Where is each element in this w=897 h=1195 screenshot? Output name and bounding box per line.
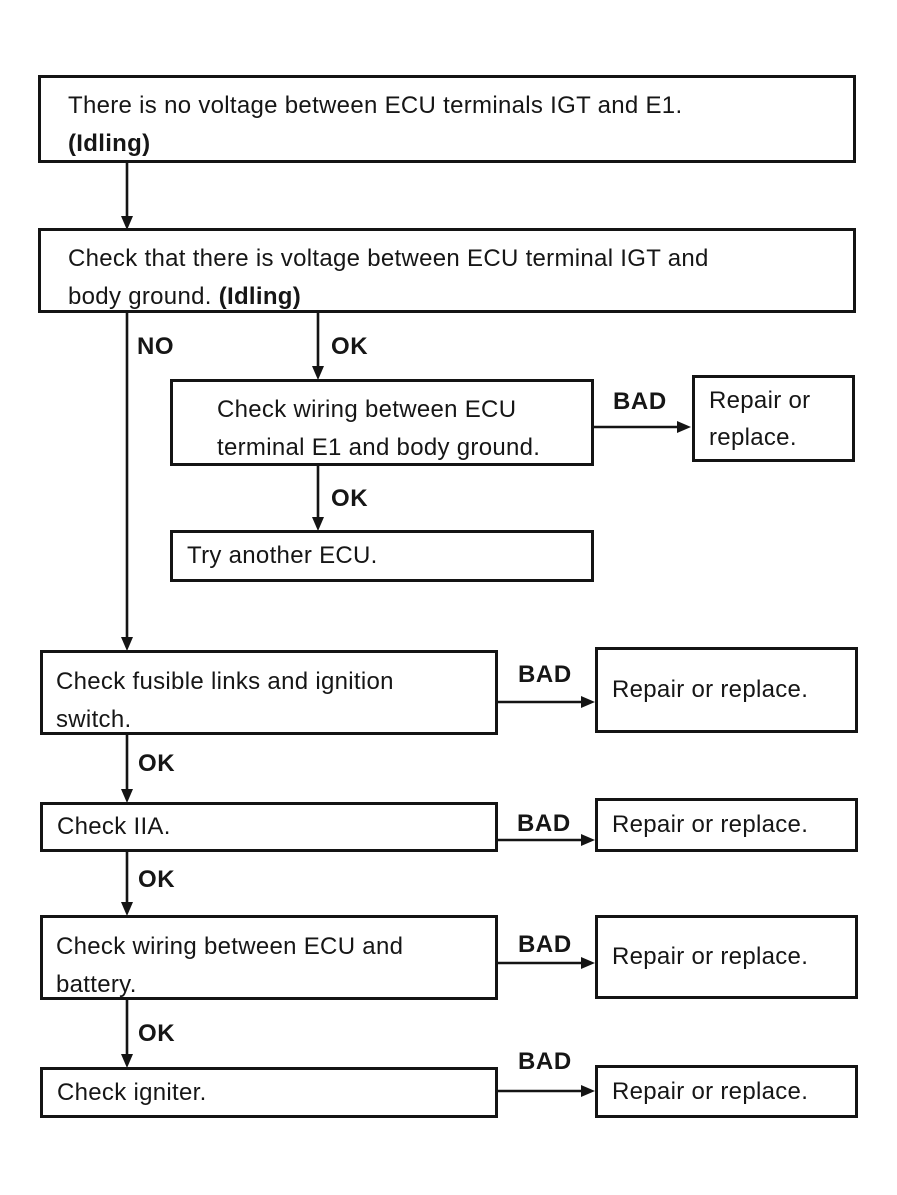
label-bad-4: BAD (518, 931, 572, 958)
label-bad-1: BAD (613, 388, 667, 415)
label-ok-4: OK (138, 866, 176, 893)
flow-box-repair-iia: Repair or replace. (595, 798, 858, 852)
label-bad-3: BAD (517, 810, 571, 837)
arrow-problem-to-check-voltage (121, 163, 133, 230)
flow-box-repair-battery: Repair or replace. (595, 915, 858, 999)
flow-box-check-igniter: Check igniter. (40, 1067, 498, 1118)
arrow-ok-to-try-ecu (312, 466, 324, 531)
arrow-ok-to-check-igniter (121, 1000, 133, 1068)
label-ok-2: OK (331, 485, 369, 512)
label-no: NO (137, 333, 175, 360)
arrow-bad-to-repair-battery (498, 957, 595, 969)
label-ok-3: OK (138, 750, 176, 777)
arrow-bad-to-repair-igniter (498, 1085, 595, 1097)
check-igt-idling-note: (Idling) (218, 283, 302, 310)
check-igt-line-1: Check that there is voltage between ECU … (68, 245, 709, 272)
arrow-no-branch-to-fusible (121, 313, 133, 651)
flow-box-repair-fusible: Repair or replace. (595, 647, 858, 733)
flow-box-check-fusible-links: Check fusible links and ignition switch. (40, 650, 498, 735)
label-ok-1: OK (331, 333, 369, 360)
problem-line-1: There is no voltage between ECU terminal… (68, 92, 683, 119)
label-ok-5: OK (138, 1020, 176, 1047)
arrow-ok-to-check-wiring-e1 (312, 313, 324, 380)
arrow-bad-to-repair-iia (498, 834, 595, 846)
check-igt-line-2: body ground. (Idling) (68, 283, 302, 310)
arrow-ok-to-check-iia (121, 735, 133, 803)
flow-box-check-wiring-e1: Check wiring between ECU terminal E1 and… (170, 379, 594, 466)
problem-idling-note: (Idling) (68, 130, 151, 157)
arrow-ok-to-check-wiring-battery (121, 852, 133, 916)
flow-box-problem-statement: There is no voltage between ECU terminal… (38, 75, 856, 163)
label-bad-5: BAD (518, 1048, 572, 1075)
flow-box-repair-e1: Repair or replace. (692, 375, 855, 462)
flow-box-check-wiring-battery: Check wiring between ECU and battery. (40, 915, 498, 1000)
flow-box-check-igt-voltage: Check that there is voltage between ECU … (38, 228, 856, 313)
arrow-bad-to-repair-fusible (498, 696, 595, 708)
flow-box-try-another-ecu: Try another ECU. (170, 530, 594, 582)
flow-box-check-iia: Check IIA. (40, 802, 498, 852)
arrow-bad-to-repair-e1 (594, 421, 691, 433)
label-bad-2: BAD (518, 661, 572, 688)
flow-box-repair-igniter: Repair or replace. (595, 1065, 858, 1118)
